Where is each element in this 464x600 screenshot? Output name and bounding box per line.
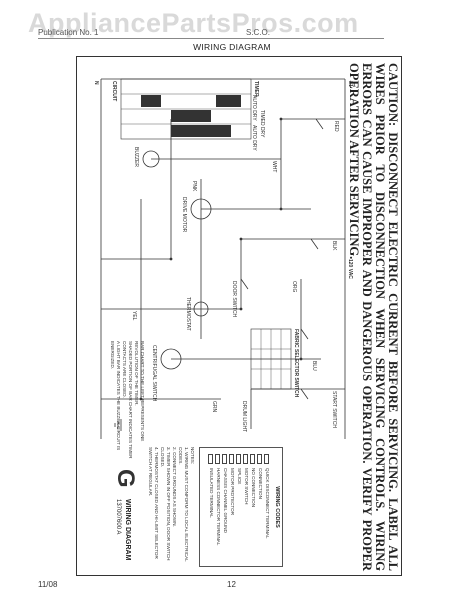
drive-motor-label: DRIVE MOTOR — [181, 197, 187, 233]
bar-chart-header-auto-dry-1: AUTO DRY — [251, 95, 257, 121]
legend-symbol — [257, 454, 262, 464]
drum-light-label: DRUM LIGHT — [241, 401, 247, 433]
bar-chart-note-line: BAR CHART TO THE LEFT REPRESENTS ONE REV… — [134, 341, 145, 442]
note-line: 4. THERMOSTAT CLOSED AND HI-LIMIT SELECT… — [148, 447, 159, 559]
schematic-lines — [100, 78, 346, 439]
footer-page-number: 12 — [227, 580, 236, 589]
note-line: 2. CONNECT GROUNDS AS SHOWN. — [172, 447, 177, 527]
bar-chart-note: BAR CHART TO THE LEFT REPRESENTS ONE REV… — [109, 341, 145, 459]
legend-symbol — [222, 454, 227, 464]
header-publication: Publication No. 1 — [38, 28, 99, 37]
header-rule — [38, 38, 384, 39]
door-switch-label: DOOR SWITCH — [231, 281, 237, 318]
legend-item: QUICK DISCONNECT TERMINAL — [265, 468, 270, 539]
buzzer-label: BUZZER — [133, 147, 139, 167]
legend-item: MOTOR PROTECTOR — [230, 468, 235, 516]
wire-label-blk: BLK — [331, 241, 337, 251]
bar-chart-header-timed-dry: TIMED DRY — [259, 110, 265, 138]
page-title: WIRING DIAGRAM — [193, 42, 271, 52]
wiring-codes-legend: WIRING CODES QUICK DISCONNECT TERMINAL C… — [199, 447, 283, 567]
legend-item: CONNECTION — [258, 468, 263, 499]
legend-symbol — [243, 454, 248, 464]
note-line: 3. TIMER SHOWN IN OFF POSITION, DOOR SWI… — [160, 447, 171, 561]
wiring-diagram-sheet: CAUTION: DISCONNECT ELECTRIC CURRENT BEF… — [76, 56, 402, 576]
wire-label-blu: BLU — [311, 361, 317, 371]
legend-symbol — [250, 454, 255, 464]
wire-label-pnk: PNK — [191, 181, 197, 192]
legend-item: MOTOR SWITCH — [244, 468, 249, 505]
legend-item: HARNESS CONNECTOR TERMINAL — [216, 468, 221, 546]
bar-chart-note-line: SHADED PORTION OF BAR CHART INDICATES TI… — [122, 341, 133, 459]
neutral-label: N — [93, 81, 99, 85]
notes-block: NOTES: 1. WIRING MUST CONFORM TO LOCAL E… — [147, 447, 195, 565]
voltage-label: 120 VAC — [347, 259, 353, 279]
rotated-diagram: CAUTION: DISCONNECT ELECTRIC CURRENT BEF… — [79, 59, 401, 575]
start-switch-label: START SWITCH — [331, 391, 337, 428]
legend-item: INSULATED TERMINAL — [209, 468, 214, 518]
fabric-selector-label: FABRIC SELECTOR SWITCH — [293, 329, 299, 398]
legend-symbol — [229, 454, 234, 464]
drawing-letter: G — [112, 469, 139, 488]
centrifugal-switch-label: CENTRIFUGAL SWITCH — [151, 345, 157, 402]
legend-symbol — [208, 454, 213, 464]
drawing-number: 137007600 A — [115, 499, 121, 535]
legend-item: CHASSIS CHANNEL GROUND — [223, 468, 228, 533]
watermark: AppliancePartsPros.com — [28, 8, 359, 38]
header-section: S.C.O. — [246, 28, 271, 37]
wire-label-yel: YEL — [131, 311, 137, 321]
wire-label-grn: GRN — [211, 401, 217, 413]
bar-chart-header-circuit: CIRCUIT — [111, 81, 117, 102]
drawing-title: WIRING DIAGRAM — [124, 499, 131, 561]
footer-date: 11/08 — [38, 580, 58, 589]
wire-label-red: RED — [333, 121, 339, 132]
legend-symbol — [264, 454, 269, 464]
notes-title: NOTES: — [190, 447, 195, 465]
legend-title: WIRING CODES — [274, 486, 280, 528]
legend-item: NO CONNECTION — [251, 468, 256, 508]
legend-symbol — [215, 454, 220, 464]
bar-chart-header-auto-dry-2: AUTO DRY — [251, 125, 257, 151]
wire-label-org: ORG — [291, 281, 297, 293]
wire-label-wht: WHT — [271, 161, 277, 173]
line-label: L1 — [347, 81, 353, 87]
thermostat-label: THERMOSTAT — [185, 297, 191, 331]
bar-chart-note-line: A LIGHT BAR INDICATES THE BUZZER CIRCUIT… — [110, 341, 121, 451]
note-line: 1. WIRING MUST CONFORM TO LOCAL ELECTRIC… — [178, 447, 189, 562]
legend-item: SPLICE — [237, 468, 242, 485]
legend-symbol — [236, 454, 241, 464]
